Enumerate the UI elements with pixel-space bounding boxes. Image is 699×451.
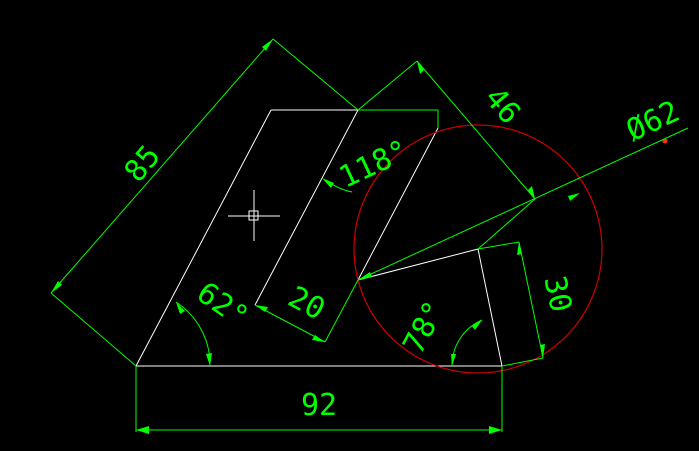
arrow-30-top bbox=[517, 242, 522, 255]
crosshair-cursor-icon bbox=[228, 190, 280, 241]
arrow-dia-right bbox=[568, 193, 580, 201]
arrow-78-angle-bottom bbox=[451, 354, 456, 366]
dim-85-ext-bottom bbox=[50, 292, 137, 367]
dimension-lines bbox=[50, 38, 689, 432]
dim-118-angle-label: 118° bbox=[334, 133, 414, 195]
arrow-46-bottom bbox=[528, 186, 535, 199]
dimension-labels: 85 46 Ø62 118° 62° 20 78° 30 92 bbox=[118, 81, 685, 423]
arrow-dia-left bbox=[358, 272, 372, 280]
dim-85-ext-top bbox=[272, 38, 359, 111]
arrow-62-angle-top bbox=[176, 302, 185, 314]
dim-85-line bbox=[50, 38, 274, 294]
diameter-62-circle bbox=[353, 124, 603, 374]
dim-85-label: 85 bbox=[118, 139, 168, 189]
left-slant-edge bbox=[135, 109, 272, 367]
arrow-30-bottom bbox=[540, 344, 545, 358]
dim-30-ext-bottom bbox=[501, 357, 544, 367]
dim-78-angle-label: 78° bbox=[396, 295, 452, 359]
dim-diameter-62-label: Ø62 bbox=[621, 94, 685, 149]
dim-30-label: 30 bbox=[536, 273, 578, 316]
circle-dimension-dot bbox=[662, 138, 668, 144]
dim-20-ext bbox=[324, 279, 359, 343]
dim-46-ext-bottom bbox=[477, 198, 536, 250]
arrow-92-left bbox=[136, 426, 149, 434]
inner-slant-edge bbox=[254, 109, 359, 306]
arrow-62-angle-bottom bbox=[206, 353, 212, 366]
part-geometry bbox=[135, 109, 503, 367]
dim-20-label: 20 bbox=[282, 280, 330, 328]
dim-46-line bbox=[416, 60, 536, 200]
arrow-118-angle bbox=[322, 178, 334, 188]
dim-62-angle-label: 62° bbox=[190, 275, 254, 335]
arrow-85-bottom bbox=[51, 281, 62, 293]
right-edge bbox=[477, 248, 503, 367]
arrow-78-angle-top bbox=[472, 320, 482, 330]
dim-30-line bbox=[518, 241, 544, 359]
center-link-edge bbox=[357, 248, 479, 281]
right-slant-edge bbox=[357, 127, 439, 281]
crosshair-pickbox bbox=[248, 210, 259, 221]
dim-20-line bbox=[254, 304, 326, 343]
dim-46-ext-top bbox=[357, 60, 418, 111]
dim-46-label: 46 bbox=[477, 81, 527, 131]
dim-92-label: 92 bbox=[301, 388, 337, 423]
arrow-92-right bbox=[489, 426, 502, 434]
arrow-20-left bbox=[255, 305, 268, 312]
arrowheads bbox=[51, 39, 580, 434]
dim-30-ext-top bbox=[477, 241, 520, 250]
arrow-85-top bbox=[262, 39, 273, 51]
arrow-20-right bbox=[312, 335, 325, 342]
arrow-46-top bbox=[417, 61, 424, 74]
dim-diameter-leader bbox=[357, 127, 689, 281]
angle-78-arc bbox=[451, 319, 483, 367]
